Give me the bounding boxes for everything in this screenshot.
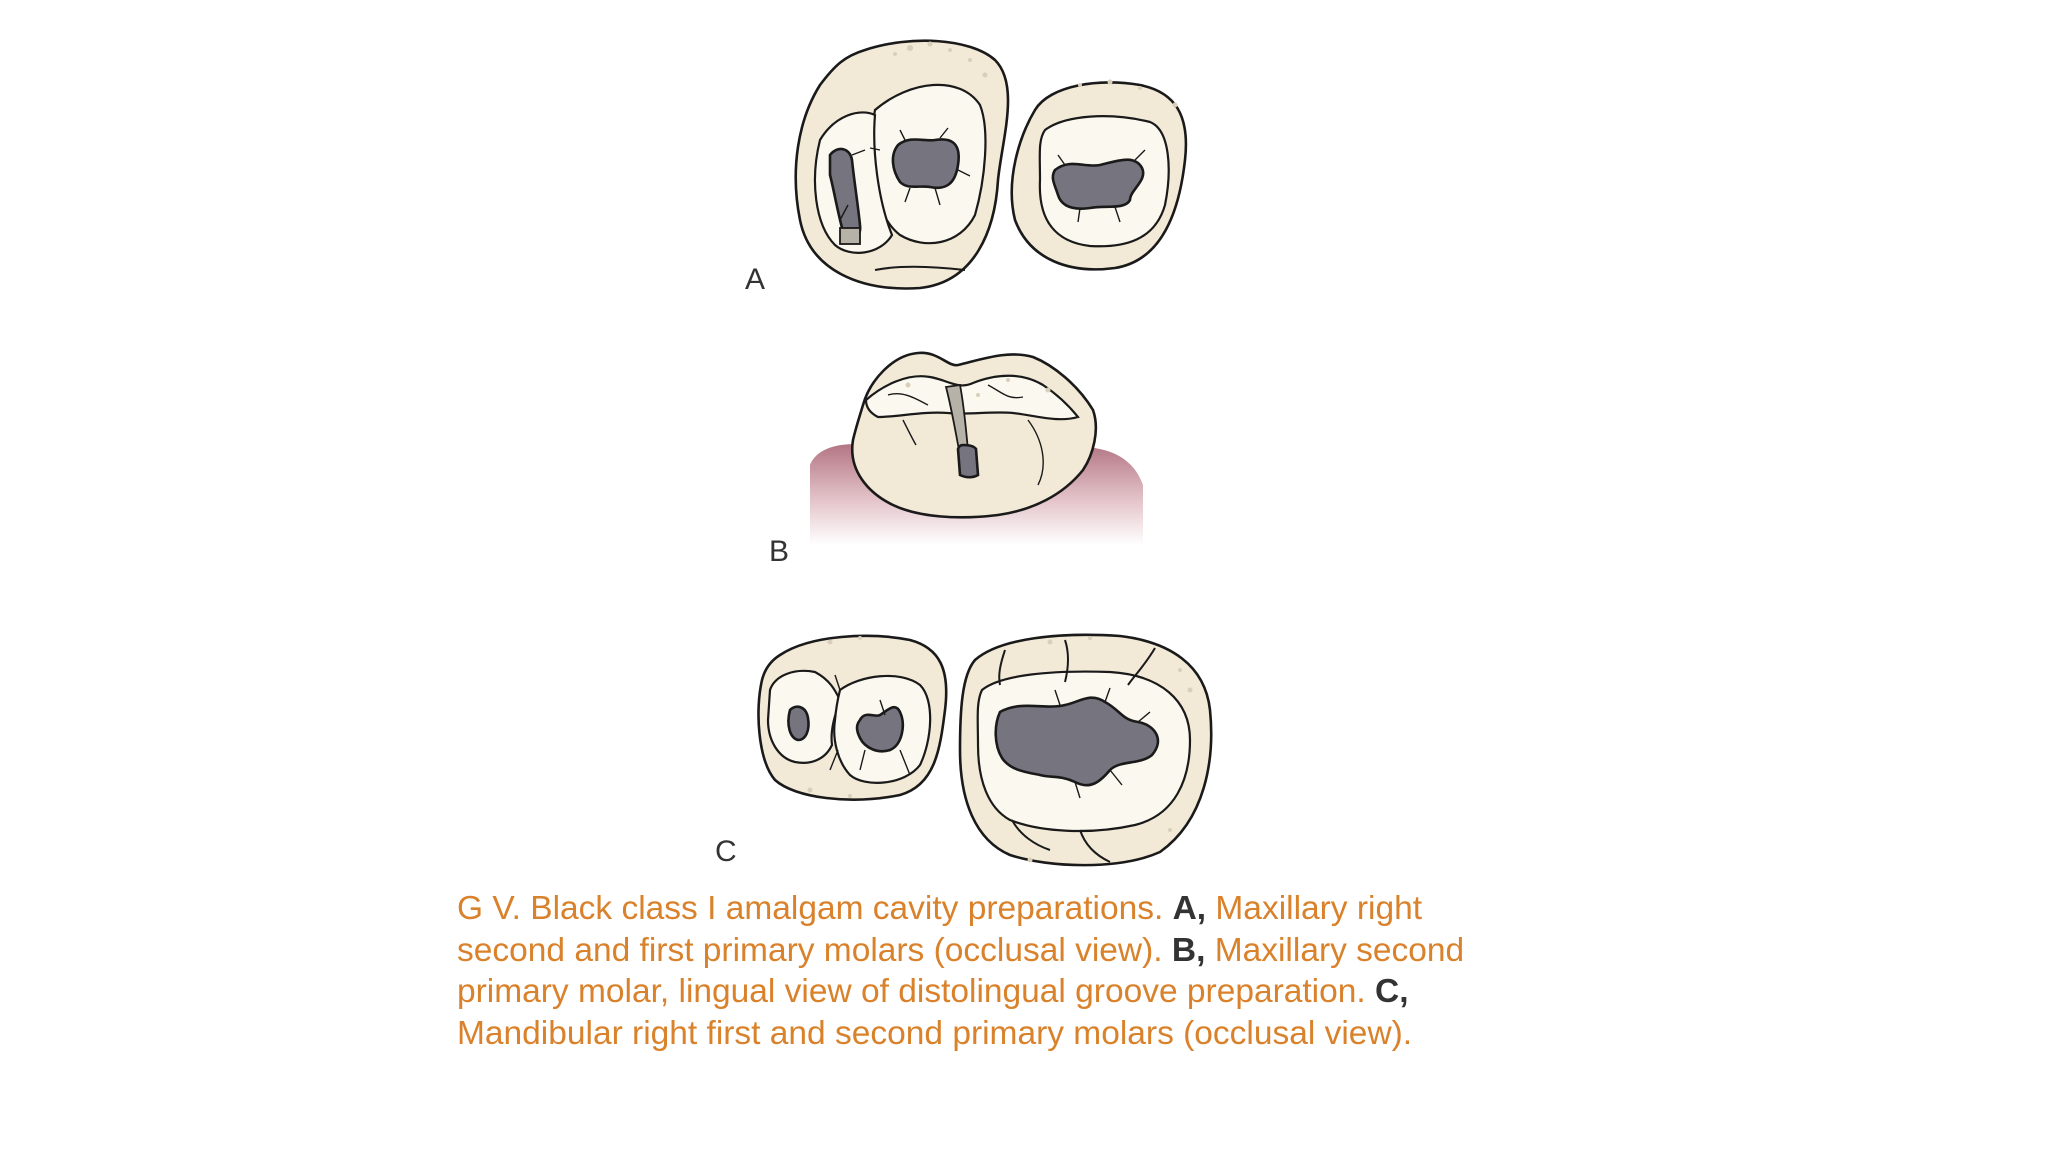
panel-a-illustration [794,39,1188,290]
panel-b-molar [850,351,1098,519]
panel-c-illustration [757,633,1213,867]
panel-a-second-molar [794,39,1010,290]
caption-a-label: A, [1172,890,1207,927]
caption-a-text: Maxillary right second and first primary… [457,890,1423,969]
panel-c-first-molar [757,634,948,801]
panel-b-label: B [769,535,790,568]
panel-c-label: C [715,835,737,868]
panel-a-label: A [745,263,766,296]
panel-a-first-molar [1010,79,1188,271]
caption-intro: G V. Black class I amalgam cavity prepar… [457,890,1164,927]
caption-b-text: Maxillary second primary molar, lingual … [457,931,1465,1011]
caption-c-text: Mandibular right first and second primar… [457,1014,1413,1052]
panel-b-illustration [810,351,1143,545]
panel-c-second-molar [958,633,1213,867]
figure-caption: G V. Black class I amalgam cavity prepar… [457,888,1492,1054]
caption-b-label: B, [1171,931,1206,969]
caption-c-label: C, [1375,973,1409,1010]
